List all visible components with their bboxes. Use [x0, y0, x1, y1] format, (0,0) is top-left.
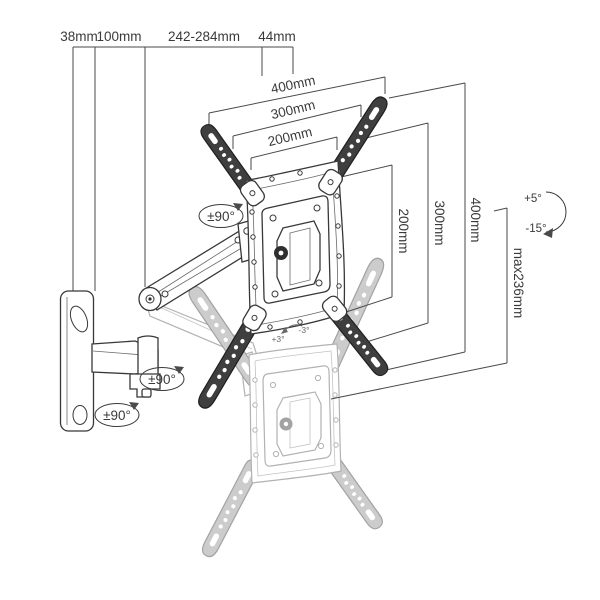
wall-arm-bracket	[91, 335, 161, 398]
tilt-down-label: -15°	[525, 223, 546, 235]
tilt-arc	[545, 191, 567, 233]
swivel-label-arm: ±90°	[207, 209, 235, 224]
dim-height-400: 400mm	[468, 197, 483, 242]
dim-plate-depth: 44mm	[258, 29, 296, 44]
tilt-arc-arrow-icon	[543, 228, 553, 238]
vesa-plate	[239, 160, 348, 335]
swivel-annotation-arm: ±90°	[198, 203, 244, 228]
level-arc-arrow-icon	[281, 327, 288, 334]
dim-width-300: 300mm	[269, 97, 316, 122]
dim-height-200: 200mm	[396, 208, 411, 253]
wall-mount-assembly	[59, 94, 391, 432]
arm-clamp-tabs	[239, 168, 348, 332]
swivel-annotation-wall: ±90°	[94, 402, 140, 427]
dim-wall-depth: 38mm	[60, 29, 98, 44]
tilt-annotation: +5° -15°	[524, 191, 567, 238]
dim-max-extension: max236mm	[511, 248, 526, 319]
level-plus-label: +3°	[271, 334, 284, 344]
level-adjust-annotation: +3° -3°	[271, 324, 310, 344]
wall-plate	[59, 290, 95, 432]
dim-width-200: 200mm	[266, 124, 313, 149]
tilt-hub	[274, 220, 321, 292]
vesa-width-dimension-group: 400mm 300mm 200mm	[208, 73, 386, 170]
ghost-vesa-plate	[248, 343, 342, 484]
vesa-height-dimension-group: 200mm 300mm 400mm	[330, 82, 483, 371]
dim-height-300: 300mm	[432, 200, 447, 245]
dim-arm-reach: 242-284mm	[168, 29, 240, 44]
max-extension-dimension-group: max236mm	[330, 207, 526, 400]
ghost-position-assembly	[144, 255, 387, 560]
level-minus-label: -3°	[299, 325, 310, 335]
top-dimension-group: 38mm 100mm 242-284mm 44mm	[60, 29, 296, 291]
dim-arm-offset: 100mm	[96, 29, 141, 44]
swivel-annotation-elbow: ±90°	[139, 366, 185, 391]
swivel-label-wall: ±90°	[103, 408, 131, 423]
tilt-up-label: +5°	[524, 193, 542, 205]
swivel-label-elbow: ±90°	[148, 372, 176, 387]
dim-width-400: 400mm	[269, 73, 316, 97]
